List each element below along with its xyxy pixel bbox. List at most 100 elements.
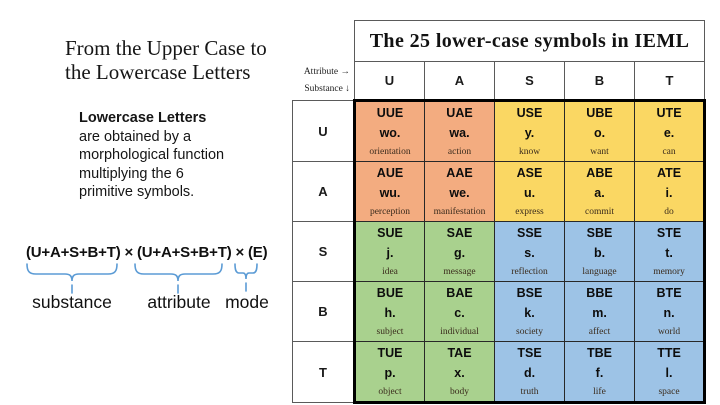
cell-BAE: BAE c. individual — [424, 281, 495, 342]
cell-meaning: reflection — [511, 266, 548, 277]
cell-meaning: truth — [520, 386, 539, 397]
brace-label-substance: substance — [32, 292, 112, 312]
cell-meaning: orientation — [369, 146, 411, 157]
cell-UAE: UAE wa. action — [424, 99, 495, 162]
cell-ASE: ASE u. express — [494, 161, 565, 222]
cell-TSE: TSE d. truth — [494, 341, 565, 404]
cell-code: BTE — [656, 286, 682, 300]
cell-meaning: want — [590, 146, 609, 157]
cell-meaning: language — [582, 266, 617, 277]
cell-symbol: c. — [454, 306, 465, 321]
cell-meaning: express — [515, 206, 544, 217]
cell-code: TTE — [657, 346, 681, 360]
cell-meaning: know — [518, 146, 541, 157]
underbrace-attribute — [134, 263, 223, 295]
cell-symbol: t. — [665, 246, 673, 261]
underbrace-substance — [26, 263, 118, 295]
cell-symbol: k. — [524, 306, 535, 321]
cell-meaning: can — [662, 146, 676, 157]
cell-symbol: wa. — [449, 126, 470, 141]
cell-SUE: SUE j. idea — [353, 221, 425, 282]
column-header-A: A — [424, 61, 495, 101]
row-header-S: S — [292, 221, 355, 282]
cell-code: AUE — [376, 166, 404, 180]
cell-meaning: message — [443, 266, 476, 277]
cell-symbol: y. — [524, 126, 535, 141]
cell-symbol: f. — [595, 366, 604, 381]
cell-meaning: society — [516, 326, 543, 337]
cell-code: UTE — [656, 106, 682, 120]
row-header-U: U — [292, 100, 355, 162]
cell-code: UAE — [446, 106, 473, 120]
column-header-S: S — [494, 61, 565, 101]
cell-symbol: i. — [665, 186, 673, 201]
cell-code: ASE — [516, 166, 543, 180]
cell-code: TSE — [517, 346, 542, 360]
cell-meaning: object — [378, 386, 402, 397]
paragraph-line: morphological function — [79, 147, 225, 164]
slide-title-line: From the Upper Case to — [65, 36, 267, 60]
cell-meaning: life — [593, 386, 606, 397]
cell-symbol: u. — [523, 186, 536, 201]
cell-code: SUE — [377, 226, 403, 240]
cell-meaning: space — [658, 386, 680, 397]
cell-meaning: affect — [588, 326, 611, 337]
cell-symbol: o. — [593, 126, 606, 141]
cell-symbol: x. — [454, 366, 465, 381]
cell-USE: USE y. know — [494, 99, 565, 162]
cell-code: UUE — [376, 106, 404, 120]
brace-label-mode: mode — [225, 292, 269, 312]
cell-code: BAE — [446, 286, 473, 300]
cell-meaning: subject — [376, 326, 404, 337]
cell-meaning: individual — [440, 326, 479, 337]
cell-code: BBE — [586, 286, 613, 300]
row-header-A: A — [292, 161, 355, 222]
cell-symbol: j. — [386, 246, 394, 261]
cell-code: STE — [656, 226, 682, 240]
cell-BBE: BBE m. affect — [564, 281, 635, 342]
cell-symbol: m. — [592, 306, 607, 321]
cell-code: ATE — [656, 166, 682, 180]
cell-meaning: action — [447, 146, 472, 157]
table-header-row: Attribute → Substance ↓ U A S B T — [292, 61, 706, 101]
cell-symbol: n. — [663, 306, 675, 321]
formula: (U+A+S+B+T) × (U+A+S+B+T) × (E) — [26, 244, 268, 261]
table-title: The 25 lower-case symbols in IEML — [353, 20, 706, 62]
cell-meaning: body — [450, 386, 469, 397]
cell-symbol: d. — [523, 366, 536, 381]
row-header-T: T — [292, 341, 355, 403]
cell-code: UBE — [586, 106, 613, 120]
paragraph-heading: Lowercase Letters — [79, 110, 207, 126]
column-header-U: U — [354, 61, 425, 101]
cell-meaning: commit — [584, 206, 615, 217]
cell-symbol: we. — [449, 186, 470, 201]
cell-code: SBE — [586, 226, 613, 240]
cell-meaning: idea — [382, 266, 398, 277]
cell-code: BUE — [376, 286, 404, 300]
column-header-B: B — [564, 61, 635, 101]
symbols-table: The 25 lower-case symbols in IEML Attrib… — [292, 20, 707, 404]
column-header-T: T — [633, 61, 706, 101]
cell-code: USE — [516, 106, 543, 120]
cell-code: TUE — [377, 346, 403, 360]
cell-symbol: l. — [665, 366, 673, 381]
cell-code: TBE — [587, 346, 612, 360]
